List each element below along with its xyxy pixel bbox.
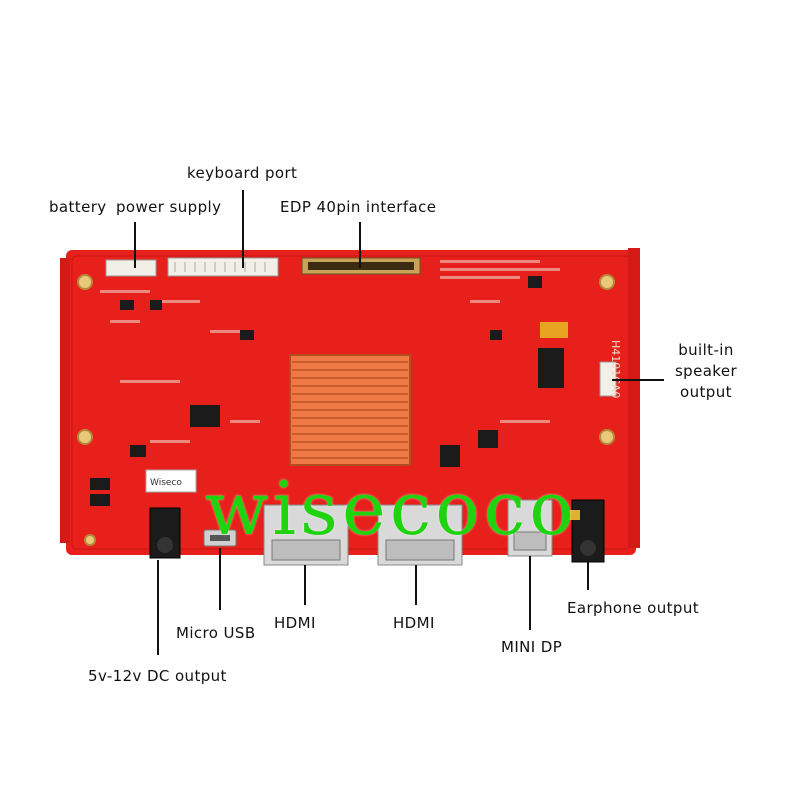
svg-text:Wiseco: Wiseco <box>150 478 182 488</box>
battery-connector <box>105 259 157 277</box>
label-speaker-line1: built-in <box>678 341 734 359</box>
label-speaker: built-in speaker output <box>668 340 744 403</box>
label-mini-dp: MINI DP <box>501 638 563 656</box>
label-battery: battery <box>49 198 107 216</box>
watermark: wisecoco <box>205 466 578 552</box>
label-hdmi-1: HDMI <box>274 614 316 632</box>
pointer-lines <box>134 190 664 655</box>
label-micro-usb: Micro USB <box>176 624 256 642</box>
label-dc-output: 5v-12v DC output <box>88 667 227 685</box>
label-speaker-line2: speaker <box>674 362 738 380</box>
label-hdmi-2: HDMI <box>393 614 435 632</box>
label-earphone: Earphone output <box>567 599 700 617</box>
label-edp: EDP 40pin interface <box>280 198 437 216</box>
board-marking: H4101CA0 <box>609 340 622 398</box>
label-keyboard-port: keyboard port <box>187 164 298 182</box>
label-power-supply: power supply <box>116 198 222 216</box>
label-speaker-line3: output <box>680 383 732 401</box>
